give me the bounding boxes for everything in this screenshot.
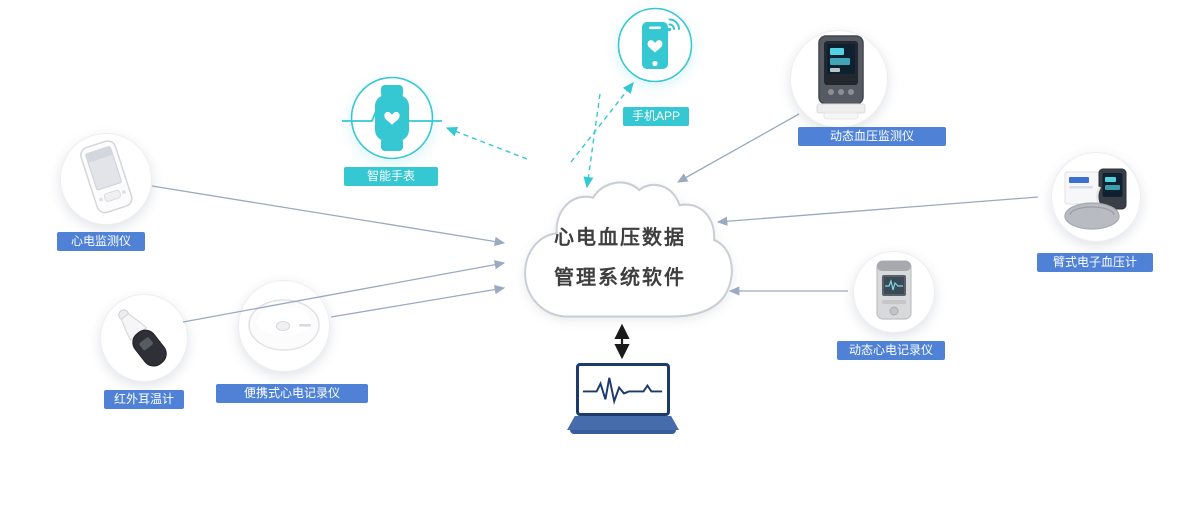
connector-ear-thermometer-to-cloud <box>182 260 506 323</box>
device-abpm <box>790 30 888 128</box>
laptop-screen <box>576 363 670 416</box>
label-holter: 动态心电记录仪 <box>837 341 945 360</box>
cloud-title-line1: 心电血压数据 <box>554 227 686 249</box>
ecg-waveform-icon <box>582 377 663 405</box>
dashed-connectors <box>445 82 634 189</box>
connector-bp-meter-to-cloud <box>716 196 1039 226</box>
signal-arc-icon <box>668 18 680 30</box>
cloud-title: 心电血压数据 管理系统软件 <box>505 218 735 298</box>
ear-thermometer-icon <box>118 309 167 367</box>
label-phone-app: 手机APP <box>623 107 689 126</box>
device-smartwatch <box>342 76 442 160</box>
cloud-icon <box>524 181 733 318</box>
connector-cloud-to-smartwatch <box>445 126 528 160</box>
device-ear-thermometer <box>100 294 188 382</box>
laptop <box>567 363 679 439</box>
device-ecg-monitor <box>60 133 152 225</box>
bp-meter-icon <box>1064 168 1127 230</box>
laptop-base <box>567 416 679 430</box>
device-bp-meter <box>1051 152 1141 242</box>
phone-app-icon <box>617 7 693 83</box>
abpm-icon <box>816 35 866 120</box>
connector-ecg-patch-to-cloud <box>330 284 506 318</box>
connector-ecg-monitor-to-cloud <box>151 185 506 247</box>
device-holter <box>853 251 935 333</box>
connector-phone-to-cloud <box>583 93 601 189</box>
cloud-platform: 心电血压数据 管理系统软件 <box>505 176 735 322</box>
label-ecg-monitor: 心电监测仪 <box>57 232 145 251</box>
connector-abpm-to-cloud <box>676 113 800 183</box>
laptop-bottom-bar <box>570 430 676 434</box>
ecg-patch-icon <box>248 299 320 351</box>
holter-icon <box>876 260 912 320</box>
label-smartwatch: 智能手表 <box>344 167 438 186</box>
label-ear-thermometer: 红外耳温计 <box>104 390 184 409</box>
device-ecg-patch <box>238 280 330 372</box>
label-abpm: 动态血压监测仪 <box>798 127 946 146</box>
cloud-title-line2: 管理系统软件 <box>554 267 686 289</box>
label-ecg-patch: 便携式心电记录仪 <box>216 384 368 403</box>
device-phone <box>617 7 693 83</box>
label-bp-meter: 臂式电子血压计 <box>1037 253 1153 272</box>
ecg-monitor-icon <box>80 140 133 214</box>
smartwatch-icon <box>342 76 442 160</box>
